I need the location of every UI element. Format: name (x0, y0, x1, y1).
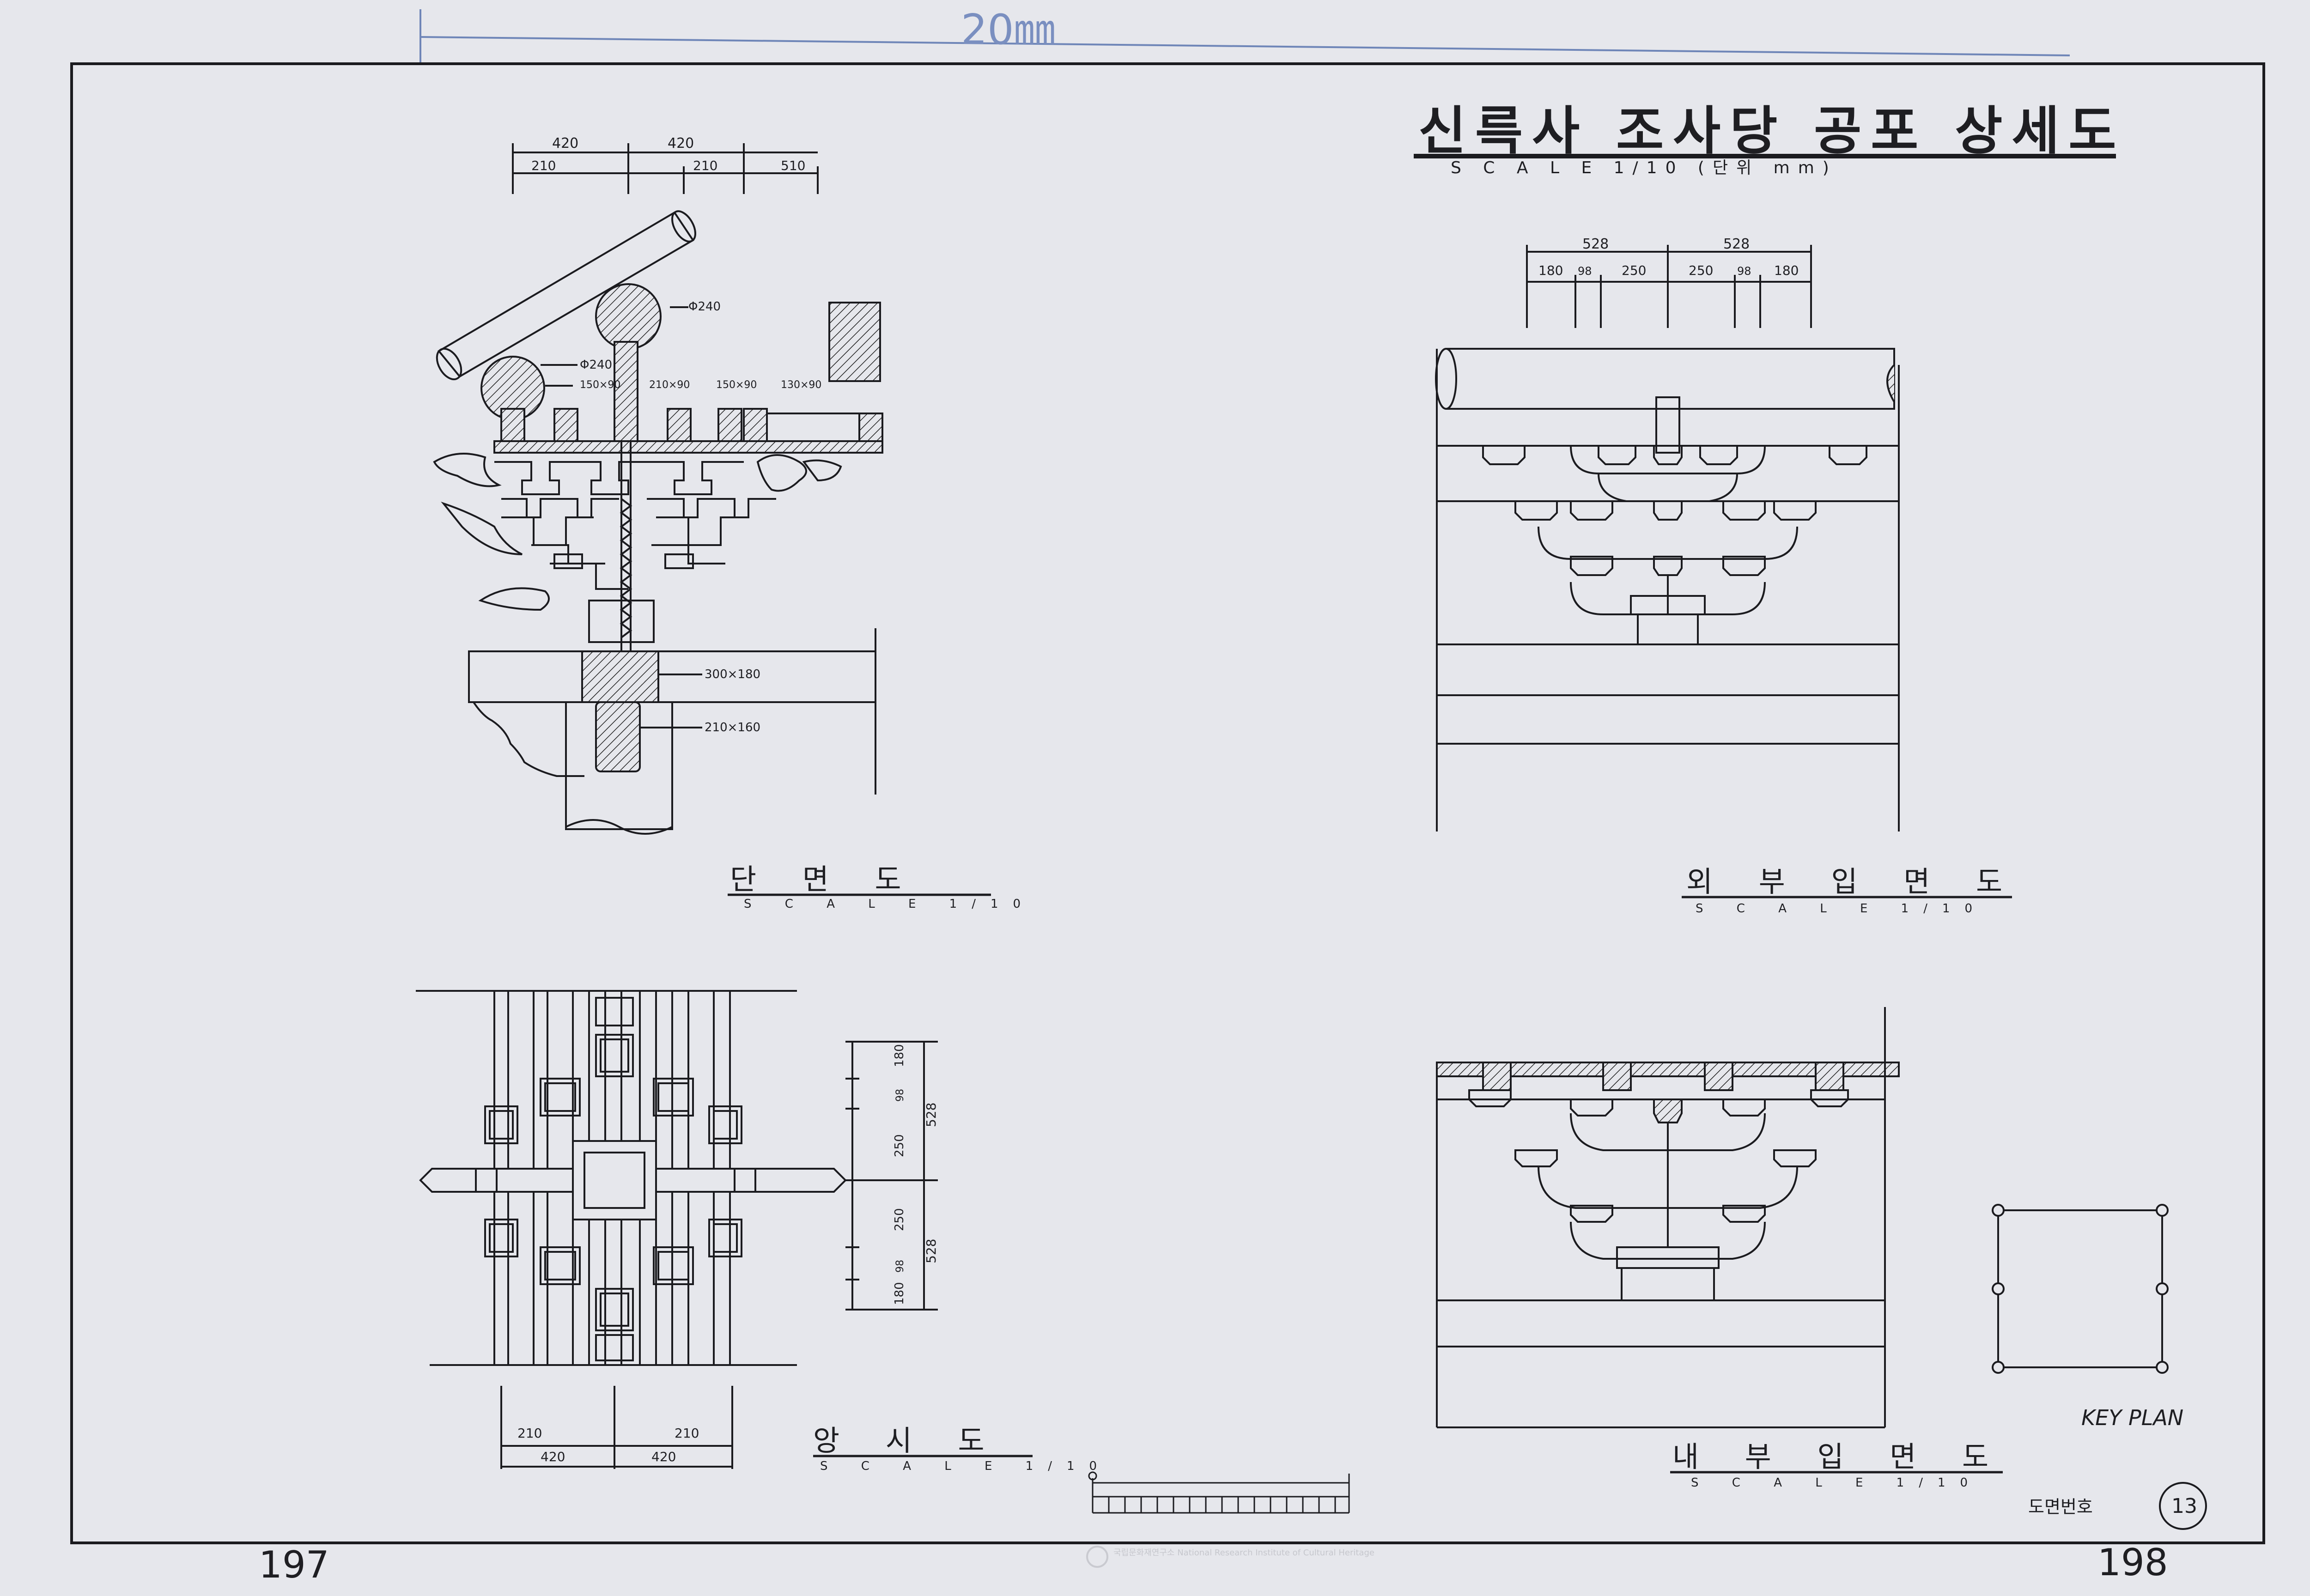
section-view (433, 143, 883, 835)
ext-dim-2: 98 (1578, 265, 1592, 278)
drawing-number-value: 13 (2171, 1494, 2197, 1518)
section-view-label: 단 면 도 (730, 862, 920, 896)
title-scale: S C A L E 1/10 (단위 mm) (1451, 158, 1837, 177)
plan-dim-bot-1: 420 (541, 1449, 565, 1464)
graphic-scale-bar (1088, 1471, 1350, 1514)
section-annot-8: 210×160 (705, 721, 760, 734)
ext-dim-top-1: 528 (1582, 236, 1609, 252)
plan-side-dim-6: 180 (893, 1282, 906, 1305)
pencil-note-text: 20㎜ (961, 6, 1056, 54)
plan-view-dims: 210 210 420 420 180 98 250 250 98 180 52… (517, 1044, 939, 1464)
section-annot-4: 210×90 (649, 379, 690, 391)
exterior-elevation (1435, 245, 1900, 831)
plan-side-dim-1: 180 (893, 1044, 906, 1067)
watermark-logo (1086, 1546, 1108, 1568)
plan-side-dim-5: 98 (894, 1260, 906, 1273)
section-annot-3: 150×90 (580, 379, 620, 391)
exterior-elevation-label: 외 부 입 면 도 (1686, 865, 2021, 898)
section-dim-top-2: 420 (668, 135, 694, 152)
plan-side-outer-2: 528 (924, 1239, 939, 1263)
plan-side-outer-1: 528 (924, 1103, 939, 1127)
plan-side-dim-2: 98 (894, 1089, 906, 1102)
section-annot-1: Φ240 (688, 300, 721, 314)
watermark-text: 국립문화재연구소 National Research Institute of … (1113, 1548, 1374, 1558)
drawing-number-circle (2159, 1482, 2207, 1530)
key-plan-label: KEY PLAN (2081, 1405, 2183, 1430)
pencil-note (419, 9, 2070, 62)
plan-dim-bot-2: 420 (651, 1449, 676, 1464)
ext-dim-3: 250 (1622, 263, 1646, 278)
plan-view (416, 990, 938, 1469)
ext-dim-6: 180 (1774, 263, 1799, 278)
plan-view-scale: S C A L E 1/10 (820, 1459, 1112, 1473)
plan-view-label: 앙 시 도 (813, 1424, 1003, 1457)
page-number-right: 198 (2097, 1541, 2168, 1584)
plan-side-dim-4: 250 (893, 1208, 906, 1231)
section-view-scale: S C A L E 1/10 (744, 897, 1035, 911)
drawing-title: 신륵사 조사당 공포 상세도 (1418, 101, 2125, 161)
ext-dim-4: 250 (1689, 263, 1713, 278)
page-number-left: 197 (259, 1543, 329, 1586)
plan-dim-top-1: 210 (517, 1426, 542, 1441)
ext-dim-5: 98 (1737, 265, 1751, 278)
ext-dim-1: 180 (1538, 263, 1563, 278)
exterior-elevation-dims: 528 528 180 98 250 250 98 180 (1538, 236, 1799, 278)
ext-dim-top-2: 528 (1723, 236, 1750, 252)
drawing-number-label: 도면번호 (2028, 1497, 2093, 1517)
exterior-elevation-scale: S C A L E 1/10 (1696, 902, 1987, 916)
interior-elevation (1436, 1007, 1900, 1428)
key-plan-diagram (1992, 1204, 2169, 1374)
section-annot-5: 150×90 (716, 379, 757, 391)
plan-side-dim-3: 250 (893, 1134, 906, 1157)
section-dim-top-1: 420 (552, 135, 578, 152)
section-annot-6: 130×90 (781, 379, 821, 391)
section-dim-bottom-2: 210 (693, 158, 717, 173)
section-view-dims: 420 420 210 210 510 Φ240 Φ240 150×90 210… (531, 135, 821, 734)
section-dim-bottom-3: 510 (781, 158, 805, 173)
interior-elevation-scale: S C A L E 1/10 (1691, 1476, 1982, 1490)
plan-dim-top-2: 210 (675, 1426, 699, 1441)
section-dim-bottom-1: 210 (531, 158, 556, 173)
section-annot-2: Φ240 (580, 358, 612, 372)
interior-elevation-label: 내 부 입 면 도 (1672, 1440, 2007, 1474)
section-annot-7: 300×180 (705, 668, 760, 681)
sheet-border (70, 62, 2265, 1544)
